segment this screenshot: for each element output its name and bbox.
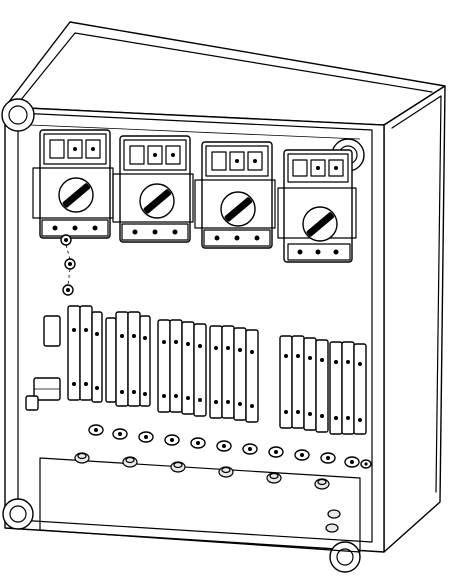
ground-chain <box>60 234 76 296</box>
corner-screws <box>1 98 365 573</box>
screw-icon <box>190 437 206 449</box>
screw-icon <box>360 459 372 469</box>
screw-icon <box>2 498 34 530</box>
screw-icon <box>216 440 232 452</box>
terminal-block-icon <box>43 305 103 403</box>
screw-icon <box>112 428 128 440</box>
cable-gland-icon <box>266 472 282 484</box>
rotary-switch-icon <box>32 129 114 239</box>
bottom-screw-row <box>88 424 372 469</box>
screw-icon <box>320 452 336 464</box>
cable-gland-icon <box>218 466 234 478</box>
screw-icon <box>294 449 310 461</box>
terminal-block-icon <box>279 335 329 433</box>
enclosure-lid-edge <box>19 32 433 102</box>
screw-icon <box>329 541 361 573</box>
cable-gland-icon <box>74 452 90 464</box>
rotary-switch-icon <box>112 135 194 243</box>
terminal-block-icon <box>209 325 259 423</box>
terminal-block-icon <box>105 311 151 407</box>
screw-icon <box>268 446 284 458</box>
terminal-block-icon <box>329 341 367 435</box>
cable-gland-icon <box>314 478 330 490</box>
cable-gland-icon <box>170 461 186 473</box>
screw-icon <box>138 431 154 443</box>
terminal-blocks <box>43 305 367 435</box>
screw-icon <box>164 434 180 446</box>
gland-plate-outline <box>39 457 361 553</box>
enclosure-front-rim <box>17 112 373 543</box>
screw-icon <box>344 456 360 468</box>
motor-protective-switches <box>32 129 357 263</box>
cable-gland-icon <box>122 456 138 468</box>
gland-plate <box>39 452 361 553</box>
screw-icon <box>242 443 258 455</box>
rotary-switch-icon <box>194 141 276 249</box>
rotary-switch-icon <box>277 149 357 263</box>
cable-gland-icon <box>325 509 341 533</box>
screw-icon <box>1 98 35 132</box>
enclosure-right-seam <box>391 95 442 493</box>
mounting-rail-top <box>29 124 361 140</box>
terminal-block-icon <box>157 319 207 417</box>
side-component <box>25 377 61 411</box>
screw-icon <box>88 424 104 436</box>
